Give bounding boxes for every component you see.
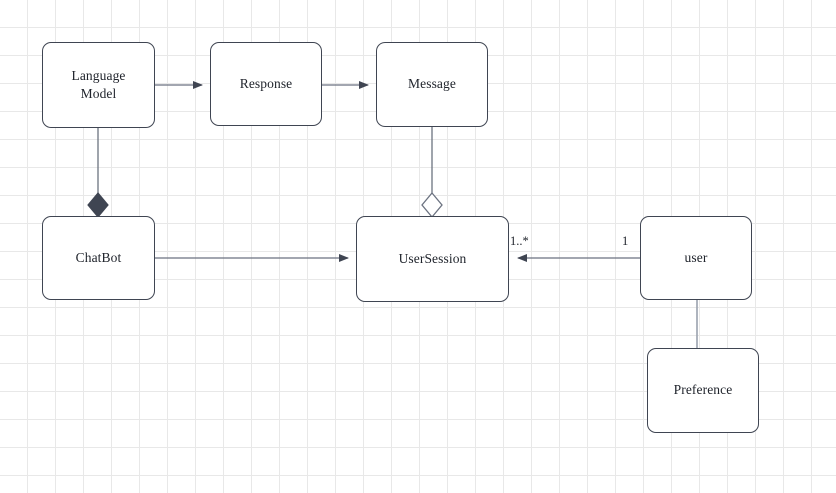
edge-language-model-to-chatbot <box>87 128 109 218</box>
node-preference-label: Preference <box>673 382 733 398</box>
node-language-model[interactable]: Language Model <box>42 42 155 128</box>
node-usersession-label: UserSession <box>398 250 467 266</box>
node-response[interactable]: Response <box>210 42 322 126</box>
node-usersession[interactable]: UserSession <box>356 216 509 302</box>
node-chatbot-label: ChatBot <box>75 249 122 265</box>
filled-diamond-marker <box>87 192 109 218</box>
node-language-model-label: Language Model <box>71 67 126 101</box>
node-message[interactable]: Message <box>376 42 488 127</box>
hollow-diamond-marker <box>421 191 443 219</box>
node-user-label: user <box>684 249 708 265</box>
edge-message-to-usersession <box>421 127 443 219</box>
multiplicity-label-many: 1..* <box>510 234 529 248</box>
node-user[interactable]: user <box>640 216 752 300</box>
node-chatbot[interactable]: ChatBot <box>42 216 155 300</box>
node-response-label: Response <box>239 75 293 91</box>
node-message-label: Message <box>408 76 456 92</box>
multiplicity-label-one: 1 <box>622 234 629 248</box>
node-preference[interactable]: Preference <box>647 348 759 433</box>
